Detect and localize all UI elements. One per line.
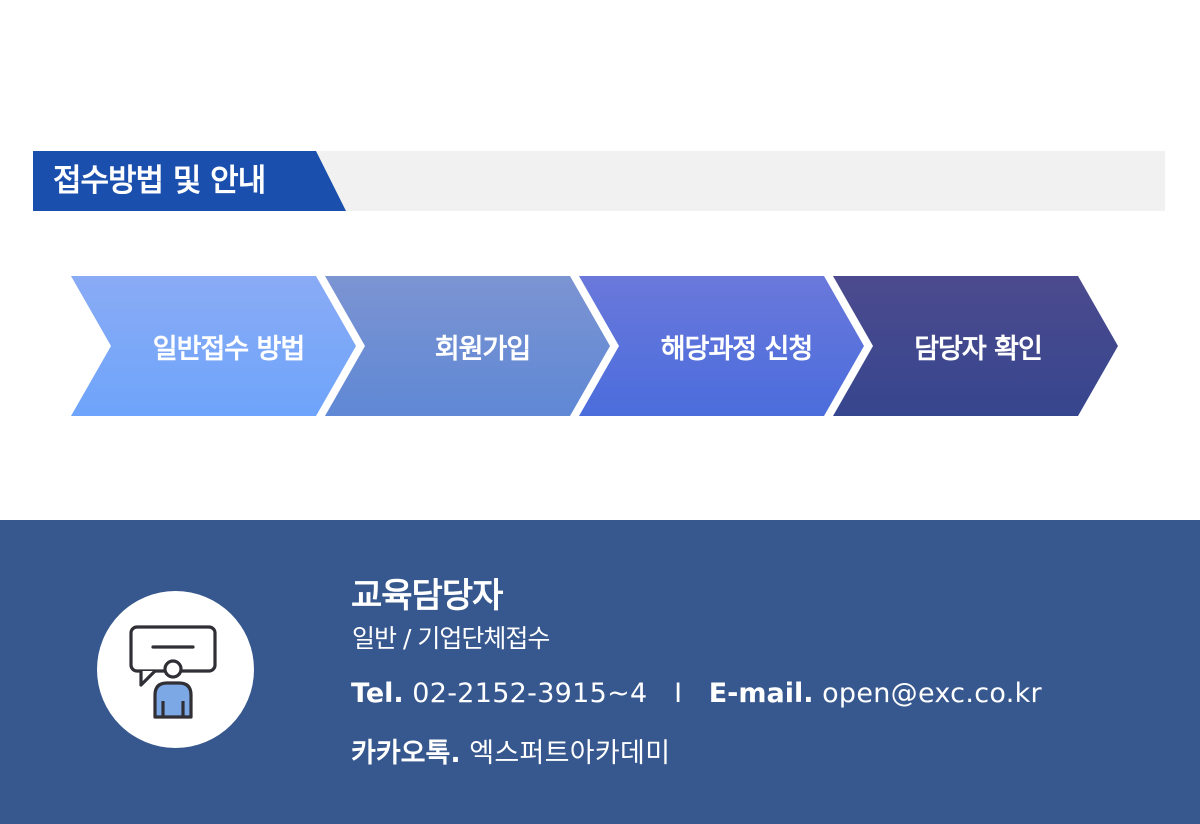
person-presenting-board-icon bbox=[129, 625, 217, 719]
tel-label: Tel. bbox=[351, 678, 404, 709]
contact-footer: 교육담당자 일반 / 기업단체접수 Tel. 02-2152-3915~4 I … bbox=[0, 520, 1200, 824]
step-membership-signup: 회원가입 bbox=[325, 276, 610, 416]
email-value[interactable]: open@exc.co.kr bbox=[822, 678, 1042, 709]
section-header-tab bbox=[33, 151, 346, 211]
email-label: E-mail. bbox=[708, 678, 814, 709]
contact-tel-email-line: Tel. 02-2152-3915~4 I E-mail. open@exc.c… bbox=[351, 678, 1042, 709]
contact-subtitle: 일반 / 기업단체접수 bbox=[352, 624, 550, 653]
step-label: 해당과정 신청 bbox=[660, 334, 813, 365]
contact-title: 교육담당자 bbox=[351, 576, 503, 616]
process-steps: 일반접수 방법 회원가입 bbox=[71, 276, 1119, 416]
step-arrow-shape bbox=[325, 276, 610, 416]
section-header-bar: 접수방법 및 안내 bbox=[33, 151, 1165, 211]
step-label: 일반접수 방법 bbox=[152, 334, 305, 365]
contact-kakao-line: 카카오톡. 엑스퍼트아카데미 bbox=[351, 731, 670, 770]
step-arrow-shape bbox=[833, 276, 1118, 416]
step-manager-confirmation: 담당자 확인 bbox=[833, 276, 1118, 416]
kakao-value: 엑스퍼트아카데미 bbox=[469, 738, 671, 769]
step-general-registration: 일반접수 방법 bbox=[71, 276, 356, 416]
step-course-application: 해당과정 신청 bbox=[579, 276, 864, 416]
step-label: 담당자 확인 bbox=[914, 334, 1043, 365]
step-arrow-shape bbox=[579, 276, 864, 416]
section-title: 접수방법 및 안내 bbox=[53, 163, 266, 199]
step-label: 회원가입 bbox=[434, 334, 531, 365]
contact-avatar bbox=[97, 591, 254, 748]
step-arrow-shape bbox=[71, 276, 356, 416]
kakao-label: 카카오톡. bbox=[351, 738, 461, 769]
tel-value[interactable]: 02-2152-3915~4 bbox=[412, 678, 648, 709]
separator: I bbox=[674, 678, 683, 709]
